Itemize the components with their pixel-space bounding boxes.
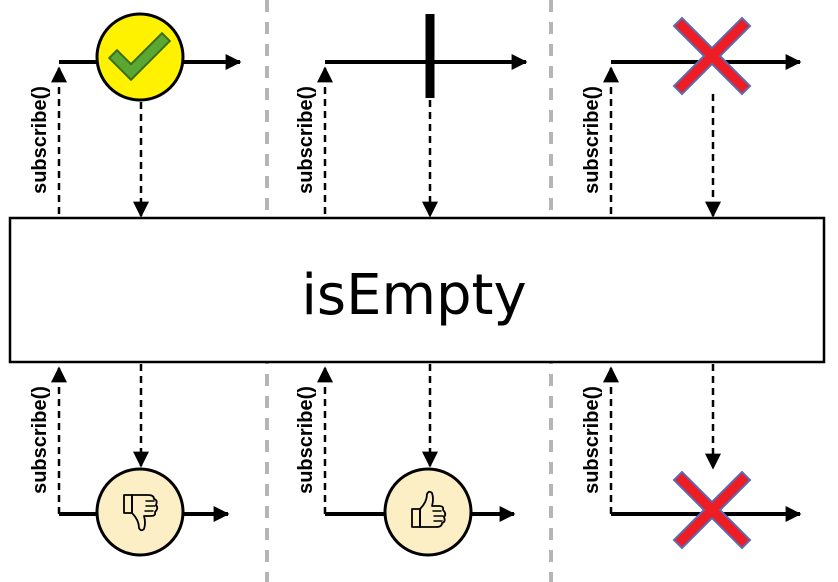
- panel-source-errors: subscribe() subscribe(): [581, 16, 802, 550]
- subscribe-label: subscribe(): [295, 386, 317, 494]
- false-result-marble: [95, 467, 185, 557]
- item-marble: [95, 12, 185, 102]
- error-x-icon: [672, 16, 752, 96]
- error-x-icon: [672, 470, 752, 550]
- subscribe-label: subscribe(): [295, 86, 317, 194]
- subscribe-label: subscribe(): [29, 386, 51, 494]
- subscribe-label: subscribe(): [581, 386, 603, 494]
- operator-label: isEmpty: [301, 263, 526, 328]
- panel-source-completes-empty: subscribe() subscribe(): [295, 14, 528, 557]
- subscribe-label: subscribe(): [581, 86, 603, 194]
- panel-source-emits-item: subscribe() subscribe(): [29, 12, 242, 557]
- operator-box: isEmpty: [8, 216, 826, 364]
- subscribe-label: subscribe(): [29, 86, 51, 194]
- true-result-marble: [383, 467, 473, 557]
